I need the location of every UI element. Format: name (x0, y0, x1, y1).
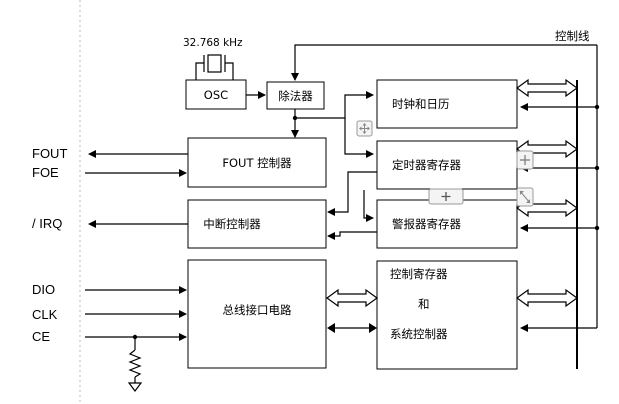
pin-fout-label: FOUT (32, 146, 67, 161)
divider-label: 除法器 (278, 89, 313, 103)
fout-controller-label: FOUT 控制器 (222, 156, 292, 170)
osc-label: OSC (204, 88, 228, 102)
plus-icon[interactable] (428, 188, 464, 205)
timer-to-int-arrow (327, 171, 377, 216)
divider-to-timer-arrow (344, 118, 374, 158)
clock-calendar-label: 时钟和日历 (392, 97, 450, 111)
pin-foe-label: FOE (32, 165, 59, 180)
alarm-input-arrow (363, 200, 374, 222)
alarm-to-int-arrow (327, 231, 377, 240)
alarm-register-label: 警报器寄存器 (392, 217, 461, 231)
crystal-frequency: 32.768 kHz (183, 37, 243, 49)
pin-clk-label: CLK (32, 307, 58, 322)
divider-to-clock-arrow (295, 91, 374, 119)
control-line-branches (520, 103, 600, 332)
bus-interface-label: 总线接口电路 (223, 303, 292, 317)
resize-icon[interactable] (516, 187, 534, 207)
pin-ce-label: CE (32, 329, 50, 344)
bus-interface-block (187, 259, 327, 369)
pin-irq-label: / IRQ (32, 216, 62, 231)
control-line-label: 控制线 (555, 29, 590, 43)
control-register-block (376, 260, 518, 370)
timer-register-block (376, 140, 518, 190)
pulldown-resistor-icon (127, 334, 143, 392)
interrupt-controller-block (187, 199, 327, 249)
bus-control-arrow-left (327, 323, 335, 333)
crystal-icon (195, 54, 234, 80)
timer-register-label: 定时器寄存器 (392, 158, 461, 172)
alarm-register-block (376, 199, 518, 249)
control-to-divider-line (291, 44, 597, 81)
plus-icon[interactable] (516, 150, 534, 170)
control-register-label-line3: 系统控制器 (390, 327, 448, 341)
control-register-label-line2: 和 (418, 297, 430, 311)
clock-calendar-block (376, 79, 518, 129)
pin-dio-label: DIO (32, 282, 55, 297)
fout-controller-block (187, 137, 327, 188)
bus-data-double-arrow (325, 288, 379, 308)
bus-control-arrow-right (369, 323, 377, 333)
control-register-label-line1: 控制寄存器 (390, 267, 448, 281)
interrupt-controller-label: 中断控制器 (203, 217, 261, 231)
move-icon[interactable] (356, 120, 373, 137)
osc-block (185, 79, 247, 110)
